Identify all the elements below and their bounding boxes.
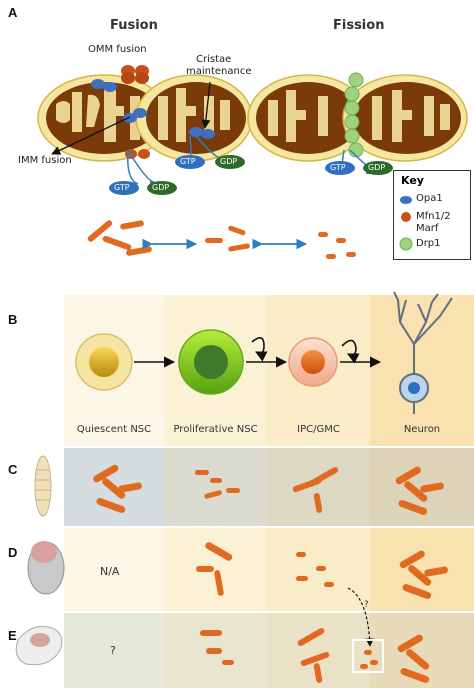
gdp-label-1: GDP: [152, 183, 170, 192]
key-marf: Marf: [416, 223, 439, 234]
panel-label-d: D: [8, 545, 18, 560]
proliferative-nsc-cell: [178, 329, 244, 395]
gdp-label-3: GDP: [368, 163, 386, 172]
legend-key: Key Opa1 Mfn1/2 Marf Drp1: [393, 170, 471, 260]
stage-neuron: Neuron: [403, 424, 441, 435]
key-opa1: Opa1: [416, 193, 443, 204]
mfn-icon: [401, 212, 411, 222]
mouse-embryo: [27, 541, 65, 595]
gdp-label-2: GDP: [220, 157, 238, 166]
gtp-label-3: GTP: [330, 163, 346, 172]
adult-mouse: [15, 626, 63, 666]
stage-ipc-gmc: IPC/GMC: [297, 424, 340, 435]
stage-proliferative: Proliferative NSC: [173, 424, 258, 435]
stage-quiescent: Quiescent NSC: [76, 424, 152, 435]
fission-mitochondria: [247, 72, 468, 162]
unknown-label-arrow: ?: [364, 600, 369, 610]
drosophila-larva: [34, 455, 52, 517]
na-label: N/A: [100, 565, 120, 578]
opa1-icon: [400, 196, 412, 204]
key-mfn: Mfn1/2: [416, 211, 451, 222]
key-drp1: Drp1: [416, 238, 441, 249]
fusion-mitochondria: [37, 65, 253, 162]
key-title: Key: [401, 174, 424, 187]
unknown-label-e: ?: [110, 644, 116, 657]
panel-label-c: C: [8, 462, 18, 477]
panel-label-b: B: [8, 312, 18, 327]
row-c-mito: [93, 464, 444, 515]
imm-fusion-label: IMM fusion: [18, 155, 72, 166]
gtp-label-2: GTP: [180, 157, 196, 166]
panel-label-e: E: [8, 628, 17, 643]
ipc-gmc-cell: [288, 337, 338, 387]
cristae-label-line2: maintenance: [186, 66, 252, 77]
quiescent-nsc-cell: [75, 333, 133, 391]
drp1-icon: [399, 237, 413, 251]
row-d-mito: [196, 542, 448, 599]
cristae-label-line1: Cristae: [196, 54, 232, 65]
panel-label-a: A: [8, 5, 18, 20]
mito-network-fragments: [87, 220, 356, 259]
row-e-mito: [200, 628, 430, 683]
fusion-title: Fusion: [110, 18, 158, 33]
gtp-label-1: GTP: [114, 183, 130, 192]
fission-title: Fission: [333, 18, 385, 33]
neuron-cell: [393, 291, 453, 414]
omm-fusion-label: OMM fusion: [88, 44, 147, 55]
